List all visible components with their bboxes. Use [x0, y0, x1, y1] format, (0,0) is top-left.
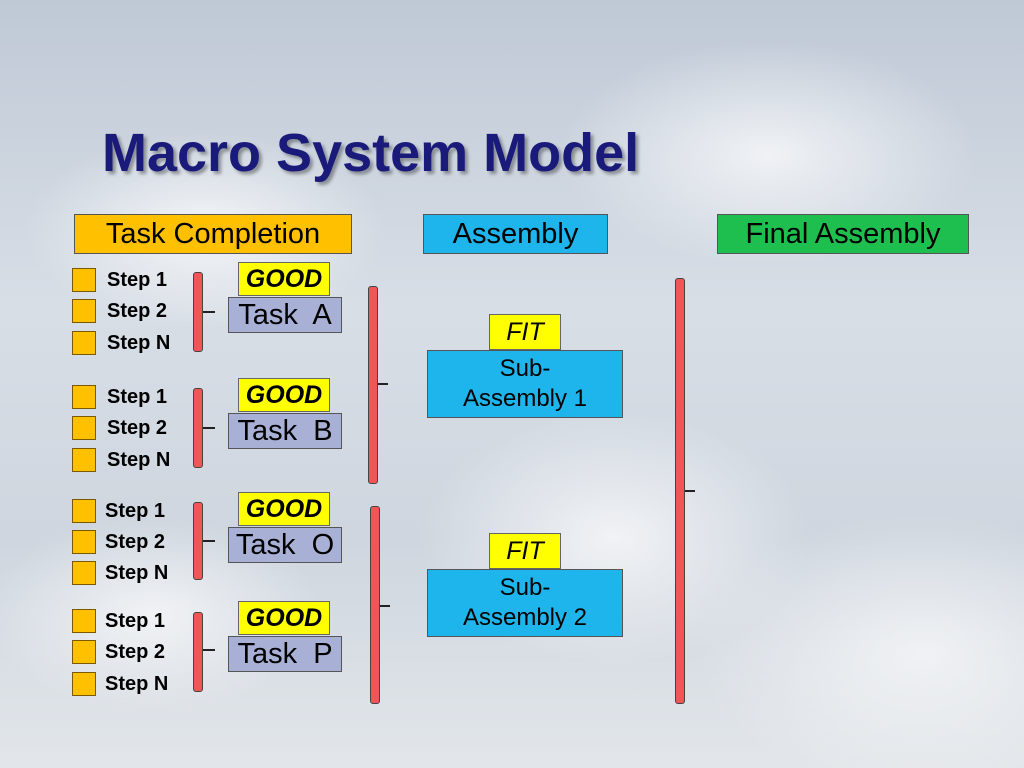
good-badge: GOOD — [238, 492, 330, 526]
step-checkbox — [72, 299, 96, 323]
step-label: Step N — [105, 673, 169, 695]
step-checkbox — [72, 385, 96, 409]
bracket-connector — [203, 311, 215, 313]
fit-badge: FIT — [489, 533, 561, 569]
subassembly-line2: Assembly 2 — [462, 604, 588, 631]
step-checkbox — [72, 268, 96, 292]
task-box: Task P — [228, 636, 342, 672]
subassembly-box: Sub- Assembly 1 — [427, 350, 623, 418]
subassembly-line2: Assembly 1 — [462, 385, 588, 412]
subassembly-line1: Sub- — [499, 574, 551, 601]
step-checkbox — [72, 609, 96, 633]
subassembly-box: Sub- Assembly 2 — [427, 569, 623, 637]
step-label: Step 1 — [107, 386, 168, 408]
step-label: Step 2 — [105, 531, 166, 553]
bracket-connector — [203, 540, 215, 542]
step-checkbox — [72, 640, 96, 664]
step-label: Step 2 — [107, 300, 168, 322]
task-box: Task B — [228, 413, 342, 449]
step-label: Step 1 — [105, 500, 166, 522]
step-checkbox — [72, 448, 96, 472]
assembly-connector-2 — [380, 605, 390, 607]
assembly-connector-1 — [378, 383, 388, 385]
step-bracket — [193, 502, 203, 580]
step-label: Step N — [105, 562, 169, 584]
step-label: Step N — [107, 332, 171, 354]
good-badge: GOOD — [238, 378, 330, 412]
good-badge: GOOD — [238, 262, 330, 296]
page-title: Macro System Model — [102, 123, 640, 183]
assembly-bracket-1 — [368, 286, 378, 484]
step-checkbox — [72, 672, 96, 696]
step-bracket — [193, 272, 203, 352]
assembly-bracket-2 — [370, 506, 380, 704]
step-label: Step 1 — [107, 269, 168, 291]
final-assembly-header: Final Assembly — [717, 214, 969, 254]
step-checkbox — [72, 416, 96, 440]
task-box: Task O — [228, 527, 342, 563]
bracket-connector — [203, 427, 215, 429]
step-bracket — [193, 388, 203, 468]
step-label: Step 2 — [105, 641, 166, 663]
final-assembly-connector — [685, 490, 695, 492]
final-assembly-bracket — [675, 278, 685, 704]
task-completion-header: Task Completion — [74, 214, 352, 254]
subassembly-line1: Sub- — [499, 355, 551, 382]
step-bracket — [193, 612, 203, 692]
step-checkbox — [72, 530, 96, 554]
step-label: Step 1 — [105, 610, 166, 632]
step-checkbox — [72, 561, 96, 585]
step-label: Step N — [107, 449, 171, 471]
assembly-header: Assembly — [423, 214, 608, 254]
fit-badge: FIT — [489, 314, 561, 350]
step-checkbox — [72, 499, 96, 523]
step-label: Step 2 — [107, 417, 168, 439]
good-badge: GOOD — [238, 601, 330, 635]
bracket-connector — [203, 649, 215, 651]
task-box: Task A — [228, 297, 342, 333]
step-checkbox — [72, 331, 96, 355]
